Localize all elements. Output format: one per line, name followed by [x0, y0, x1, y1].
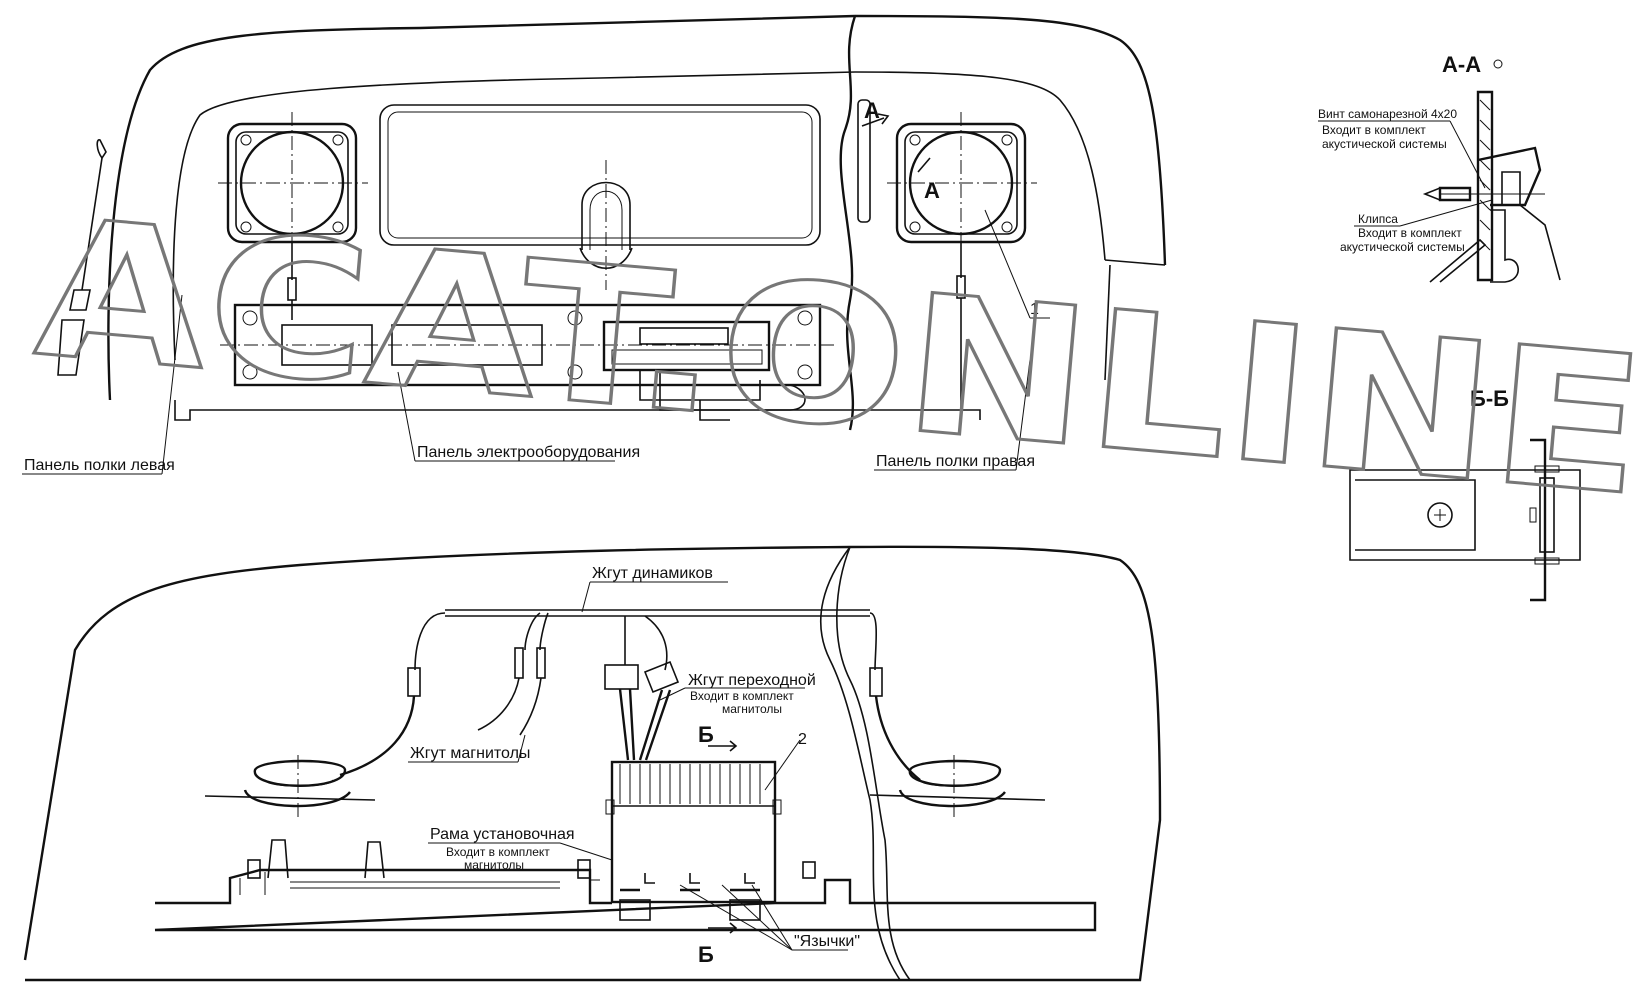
section-b-top-label: Б	[698, 722, 714, 747]
speaker-left	[218, 112, 368, 320]
label-radio-harness: Жгут магнитолы	[410, 745, 530, 762]
radio-unit	[605, 760, 782, 921]
callout-2: 2	[798, 731, 807, 748]
label-screw-sub1: Входит в комплект	[1322, 123, 1426, 137]
section-aa: А-А Винт самонарезной 4х20 Входит в комп…	[1318, 52, 1561, 283]
label-adapter-sub1: Входит в комплект	[690, 689, 794, 703]
label-panel-right: Панель полки правая	[876, 453, 1035, 470]
speaker-right	[887, 112, 1050, 420]
section-b-bottom-label: Б	[698, 942, 714, 967]
section-a-center-label: А	[924, 178, 940, 203]
label-clip-sub1: Входит в комплект	[1358, 226, 1462, 240]
break-line-bottom	[819, 546, 901, 981]
rear-window	[379, 104, 821, 246]
label-panel-electric: Панель электрооборудования	[417, 444, 640, 461]
antenna	[57, 139, 107, 376]
label-frame: Рама установочная	[430, 826, 575, 843]
label-frame-sub1: Входит в комплект	[446, 845, 550, 859]
cabin-outline	[107, 14, 856, 401]
label-speaker-harness: Жгут динамиков	[592, 565, 713, 582]
electric-panel	[174, 303, 981, 421]
lower-outline	[23, 545, 1162, 982]
section-a-marker: А А	[857, 98, 940, 223]
bottom-view: Б Б Жгут динамиков Жгут переходной Входи…	[23, 545, 1162, 982]
label-adapter-harness: Жгут переходной	[688, 672, 816, 689]
section-aa-title: А-А	[1442, 52, 1481, 77]
section-a-arrow-label: А	[864, 98, 880, 123]
label-tabs: "Язычки"	[794, 933, 860, 950]
label-clip: Клипса	[1358, 212, 1398, 226]
section-bb-title: Б-Б	[1470, 386, 1509, 411]
label-screw-sub2: акустической системы	[1322, 137, 1447, 151]
top-view: А А Панель полки левая Панель электрообо…	[22, 14, 1167, 475]
callout-1: 1	[1030, 301, 1039, 318]
cabin-inner-right	[854, 71, 1106, 261]
cabin-outline-right	[854, 14, 1167, 266]
break-line-top	[839, 15, 857, 431]
label-panel-left: Панель полки левая	[24, 457, 175, 474]
label-frame-sub2: магнитолы	[464, 858, 524, 872]
cabin-inner	[172, 71, 856, 361]
label-screw: Винт самонарезной 4х20	[1318, 107, 1457, 121]
speaker-bottom-right	[869, 755, 1046, 820]
label-adapter-sub2: магнитолы	[722, 702, 782, 716]
speaker-bottom-left	[204, 755, 376, 820]
section-bb: Б-Б	[1349, 386, 1581, 602]
label-clip-sub2: акустической системы	[1340, 240, 1465, 254]
